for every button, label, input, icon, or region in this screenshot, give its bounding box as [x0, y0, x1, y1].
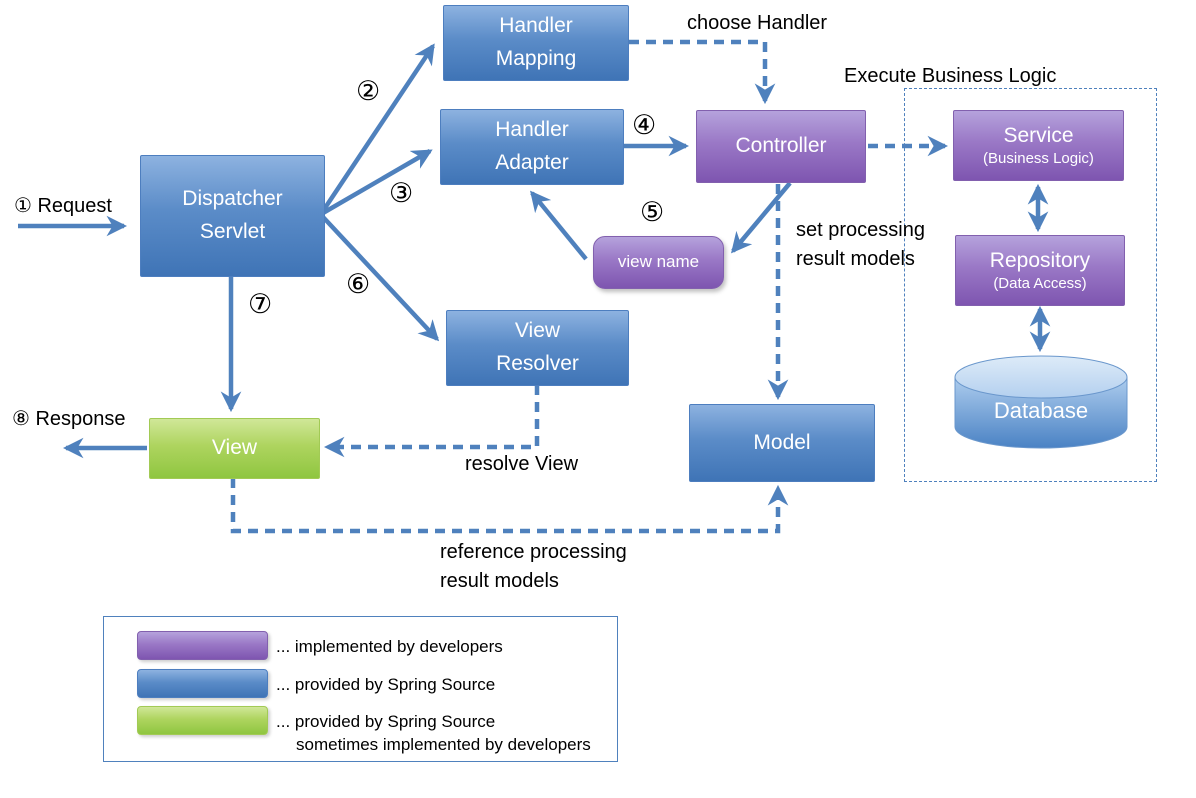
- arrow-handler-mapping-choose-controller: [629, 39, 776, 105]
- step-6: ⑥: [346, 269, 371, 299]
- legend-swatch-purple: [137, 631, 268, 660]
- legend-label-implemented: ... implemented by developers: [276, 637, 503, 656]
- annotation-reference-models: reference processing result models: [440, 541, 627, 592]
- arrow-dispatcher-to-handler-adapter: [321, 149, 433, 215]
- database-label: Database: [993, 398, 1089, 423]
- node-database: Database: [955, 356, 1127, 449]
- annotation-execute-business-logic: Execute Business Logic: [844, 65, 1057, 87]
- view-name-label: view name: [617, 252, 700, 272]
- legend-swatch-green: [137, 706, 268, 735]
- business-logic-region: [904, 88, 1157, 482]
- service-label: Service: [1003, 124, 1074, 148]
- step-7: ⑦: [248, 289, 273, 319]
- handler-mapping-label: Handler Mapping: [495, 14, 577, 70]
- node-repository: Repository (Data Access): [955, 235, 1125, 306]
- database-cylinder-shape: [954, 355, 1128, 449]
- legend: ... implemented by developers ... provid…: [103, 616, 618, 762]
- annotation-request: ① Request: [14, 195, 112, 217]
- arrow-controller-to-view-name: [731, 181, 792, 254]
- arrow-view-resolver-to-view: [323, 385, 540, 458]
- arrow-dispatcher-to-handler-mapping: [321, 43, 435, 213]
- legend-label-provided-sometimes-line2: sometimes implemented by developers: [296, 735, 591, 754]
- view-label: View: [211, 436, 258, 460]
- annotation-choose-handler: choose Handler: [687, 12, 828, 34]
- dispatcher-servlet-label: Dispatcher Servlet: [182, 187, 283, 243]
- legend-swatch-blue: [137, 669, 268, 698]
- annotation-response: ⑧ Response: [12, 408, 126, 430]
- node-dispatcher-servlet: Dispatcher Servlet: [140, 155, 325, 277]
- model-label: Model: [753, 430, 811, 454]
- annotation-resolve-view: resolve View: [465, 453, 579, 475]
- step-4: ④: [632, 110, 657, 140]
- node-controller: Controller: [696, 110, 866, 183]
- arrow-dispatcher-to-view-resolver: [321, 215, 440, 342]
- arrow-view-name-to-handler-adapter: [530, 190, 588, 261]
- node-model: Model: [689, 404, 875, 482]
- node-view: View: [149, 418, 320, 479]
- node-service: Service (Business Logic): [953, 110, 1124, 181]
- legend-label-provided: ... provided by Spring Source: [276, 675, 496, 694]
- repository-sublabel: (Data Access): [993, 274, 1087, 292]
- node-handler-adapter: Handler Adapter: [440, 109, 624, 185]
- annotation-set-processing: set processing result models: [796, 219, 925, 270]
- node-view-name: view name: [593, 236, 724, 289]
- arrow-view-reference-model: [230, 478, 789, 534]
- handler-adapter-label: Handler Adapter: [495, 118, 569, 174]
- step-3: ③: [389, 178, 414, 208]
- repository-label: Repository: [989, 249, 1091, 273]
- view-resolver-label: View Resolver: [496, 319, 579, 375]
- service-sublabel: (Business Logic): [983, 149, 1094, 167]
- node-view-resolver: View Resolver: [446, 310, 629, 386]
- step-2: ②: [356, 76, 381, 106]
- node-handler-mapping: Handler Mapping: [443, 5, 629, 81]
- legend-label-provided-sometimes-line1: ... provided by Spring Source: [276, 712, 496, 731]
- controller-label: Controller: [735, 134, 827, 158]
- step-5: ⑤: [640, 197, 665, 227]
